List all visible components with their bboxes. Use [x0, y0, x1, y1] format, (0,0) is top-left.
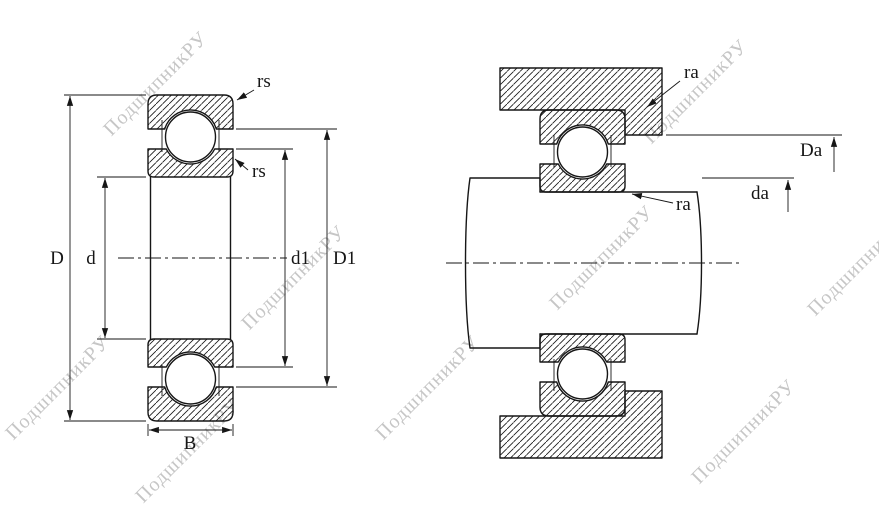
inner-ring-top-section — [539, 163, 626, 193]
leader-line-ra-housing — [646, 80, 681, 108]
dimension-label-Da: Da — [800, 140, 823, 161]
corner-radius-label-rs-inner: rs — [252, 161, 266, 182]
leader-line-rs-outer — [236, 89, 255, 101]
dimension-label-da: da — [751, 183, 770, 204]
dimension-label-d1: d1 — [291, 248, 310, 269]
dimension-label-d: d — [86, 248, 96, 269]
outer-ring-bottom-section — [147, 386, 234, 422]
inner-ring-bottom-section — [147, 338, 234, 368]
fillet-radius-label-ra-shaft: ra — [676, 194, 691, 215]
inner-ring-bottom-section — [539, 333, 626, 363]
corner-radius-label-rs-outer: rs — [257, 71, 271, 92]
leader-line-rs-inner — [234, 158, 249, 171]
ball-top — [556, 126, 609, 178]
ball-bottom — [164, 353, 217, 405]
right-view-dimensions: ra ra Da da — [631, 62, 842, 215]
outer-ring-top-section — [539, 109, 626, 145]
ball-bottom — [556, 348, 609, 400]
inner-ring-top-section — [147, 148, 234, 178]
dimension-label-D: D — [50, 248, 64, 269]
dimension-label-D1: D1 — [333, 248, 356, 269]
ball-top — [164, 111, 217, 163]
left-view-bearing-section — [118, 94, 287, 422]
dimension-label-B: B — [184, 433, 197, 454]
shaft-right-end — [696, 191, 703, 335]
left-view-dimensions: D d d1 D1 B rs rs — [50, 71, 356, 454]
outer-ring-top-section — [147, 94, 234, 130]
right-view-mounted-section — [446, 67, 742, 459]
outer-ring-bottom-section — [539, 381, 626, 417]
leader-line-ra-shaft — [631, 193, 674, 204]
shaft-shoulder-outline — [464, 177, 541, 349]
fillet-radius-label-ra-housing: ra — [684, 62, 699, 83]
